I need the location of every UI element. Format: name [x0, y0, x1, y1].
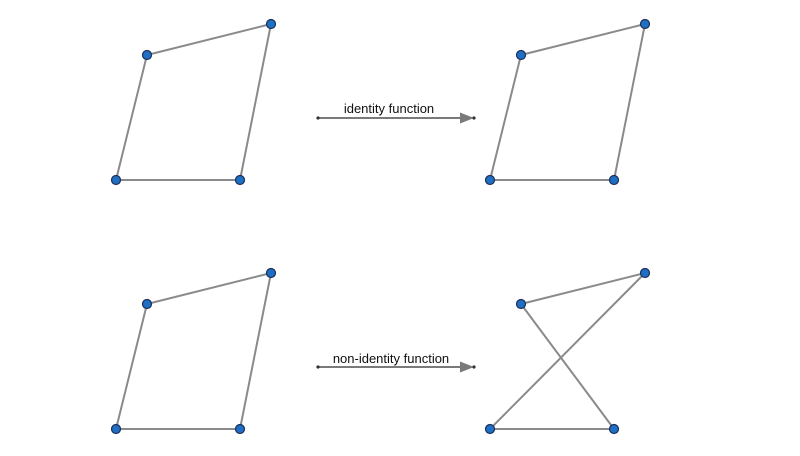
arrow-start-point: [316, 365, 320, 369]
graph-edge: [239, 23, 272, 181]
graph-vertex: [608, 174, 620, 186]
arrow-label: non-identity function: [333, 351, 449, 366]
graph-edge: [115, 303, 148, 430]
graph-edge: [146, 272, 272, 305]
graph-vertex: [141, 49, 153, 61]
source-graph: [110, 18, 277, 186]
target-graph: [484, 267, 651, 435]
graph-vertex: [234, 423, 246, 435]
graph-edge: [520, 23, 646, 56]
arrow-label: identity function: [344, 101, 434, 116]
graph-vertex: [141, 298, 153, 310]
graph-vertex: [484, 423, 496, 435]
graph-vertex: [110, 174, 122, 186]
graph-edge: [489, 54, 522, 181]
mapping-arrow: non-identity function: [316, 351, 476, 373]
graph-vertex: [265, 18, 277, 30]
graph-edge: [520, 303, 615, 430]
arrowhead-icon: [460, 361, 474, 373]
graph-edge: [489, 272, 646, 430]
graph-edge: [146, 23, 272, 56]
graph-vertex: [639, 18, 651, 30]
identity-row: identity function: [110, 18, 651, 186]
arrow-end-point: [472, 365, 476, 369]
source-graph: [110, 267, 277, 435]
graph-vertex: [234, 174, 246, 186]
arrow-start-point: [316, 116, 320, 120]
graph-edge: [520, 272, 646, 305]
arrowhead-icon: [460, 112, 474, 124]
graph-vertex: [484, 174, 496, 186]
graph-edge: [239, 272, 272, 430]
target-graph: [484, 18, 651, 186]
graph-vertex: [110, 423, 122, 435]
graph-edge: [613, 23, 646, 181]
graph-vertex: [265, 267, 277, 279]
arrow-end-point: [472, 116, 476, 120]
mapping-arrow: identity function: [316, 101, 476, 124]
graph-vertex: [515, 49, 527, 61]
graph-vertex: [608, 423, 620, 435]
non-identity-row: non-identity function: [110, 267, 651, 435]
graph-vertex: [515, 298, 527, 310]
graph-vertex: [639, 267, 651, 279]
graph-edge: [115, 54, 148, 181]
